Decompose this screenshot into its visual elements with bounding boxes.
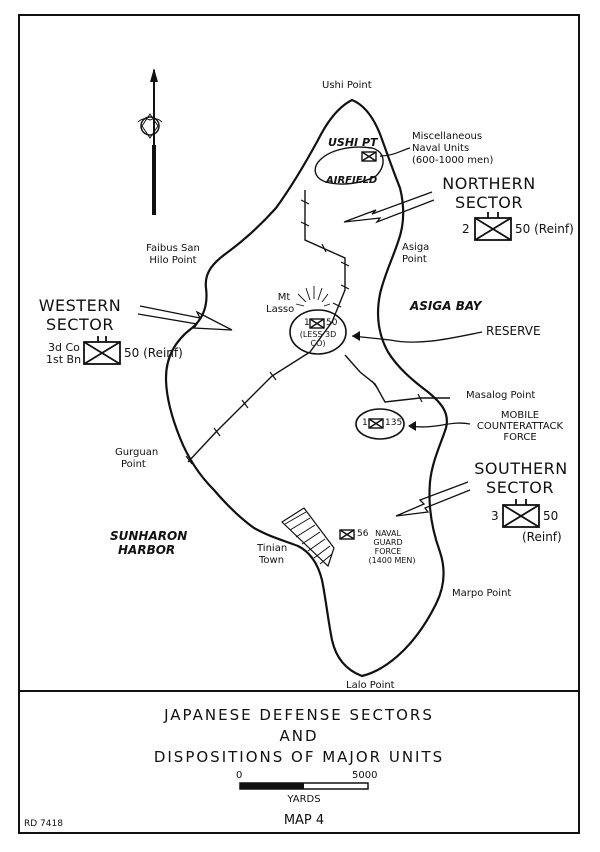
- western-unit-right: 50 (Reinf): [124, 346, 183, 360]
- label-marpo-point: Marpo Point: [452, 588, 512, 599]
- western-unit-left-2: 1st Bn: [46, 353, 82, 366]
- scale-max: 5000: [352, 770, 378, 781]
- legend-divider: [18, 690, 580, 692]
- pointer-naval-units: [379, 147, 411, 157]
- label-mobile-3: FORCE: [503, 432, 537, 443]
- label-sunharon-1: SUNHARON: [110, 529, 188, 543]
- northern-sector-line1: NORTHERN: [442, 174, 536, 193]
- label-ushi-point: Ushi Point: [322, 80, 372, 91]
- unit-symbol-mobile: [368, 418, 384, 429]
- scale-bar: [239, 782, 369, 790]
- label-naval-guard-2: GUARD: [373, 538, 403, 547]
- pointer-reserve-head: [352, 331, 360, 341]
- map-title-line1: JAPANESE DEFENSE SECTORS: [164, 706, 434, 724]
- label-ushi-pt: USHI PT: [328, 136, 378, 149]
- tinian-town-area: [281, 507, 335, 568]
- mobile-unit-right: 135: [385, 418, 403, 428]
- label-naval-guard-3: FORCE: [374, 547, 402, 556]
- label-masalog-point: Masalog Point: [466, 390, 536, 401]
- label-tinian-town-2: Town: [259, 555, 285, 566]
- label-mobile-2: COUNTERATTACK: [476, 421, 564, 432]
- label-mobile-1: MOBILE: [500, 410, 540, 421]
- defense-line-southwest: [187, 351, 311, 463]
- label-asiga-bay: ASIGA BAY: [410, 299, 482, 313]
- southern-unit-right: 50: [543, 509, 559, 523]
- label-asiga-point-1: Asiga: [402, 242, 430, 253]
- mt-lasso-relief: [295, 286, 331, 307]
- map-frame: [18, 14, 580, 834]
- label-naval-guard-4: (1400 MEN): [368, 556, 416, 565]
- defense-line-north: [304, 190, 346, 353]
- reserve-unit-right: 50: [326, 318, 338, 328]
- label-gurguan-2: Point: [121, 459, 146, 470]
- label-faibus-2: Hilo Point: [149, 255, 197, 266]
- label-misc-naval-1: Miscellaneous: [412, 131, 483, 142]
- unit-symbol-naval-units: [361, 151, 377, 162]
- reserve-note-2: CO): [310, 339, 326, 348]
- label-misc-naval-2: Naval Units: [412, 143, 470, 154]
- wire-marks: [185, 199, 423, 465]
- footer-code: RD 7418: [24, 819, 63, 829]
- ushi-airfield-outline: [314, 146, 384, 185]
- map-title-line3: DISPOSITIONS OF MAJOR UNITS: [153, 748, 445, 766]
- tinian-town-hatching: [284, 511, 333, 565]
- label-gurguan-1: Gurguan: [115, 447, 159, 458]
- unit-symbol-northern: [474, 212, 512, 241]
- tinian-island-outline: [164, 98, 448, 678]
- label-faibus-1: Faibus San: [146, 243, 200, 254]
- north-arrow-icon: [137, 68, 163, 215]
- western-sector-line1: WESTERN: [38, 296, 122, 315]
- western-unit-left-1: 3d Co: [48, 341, 80, 354]
- arrow-southern-sector: [395, 481, 471, 517]
- label-lalo-point: Lalo Point: [346, 680, 395, 691]
- reserve-position: [289, 309, 347, 355]
- naval-guard-unit-right: 56: [357, 529, 369, 539]
- pointer-reserve: [351, 331, 483, 343]
- northern-unit-left: 2: [462, 222, 470, 236]
- label-sunharon-2: HARBOR: [118, 543, 176, 557]
- mobile-unit-left: 1: [362, 418, 368, 428]
- label-airfield: AIRFIELD: [326, 175, 378, 186]
- map-title-line2: AND: [279, 727, 319, 745]
- defense-line-east: [344, 354, 450, 403]
- northern-unit-right: 50 (Reinf): [515, 222, 574, 236]
- pointer-mobile: [409, 422, 471, 428]
- label-asiga-point-2: Point: [402, 254, 427, 265]
- southern-sector-line2: SECTOR: [486, 478, 554, 497]
- label-misc-naval-3: (600-1000 men): [412, 155, 494, 166]
- arrow-western-sector: [137, 305, 233, 331]
- southern-sector-line1: SOUTHERN: [474, 459, 568, 478]
- northern-sector-line2: SECTOR: [455, 193, 523, 212]
- mobile-force-position: [355, 408, 405, 440]
- label-reserve: RESERVE: [486, 324, 541, 338]
- unit-symbol-reserve: [309, 318, 325, 329]
- western-sector-line2: SECTOR: [46, 315, 114, 334]
- pointer-mobile-head: [408, 421, 416, 431]
- label-mt-lasso-2: Lasso: [266, 304, 295, 315]
- reserve-unit-left: 1: [304, 318, 310, 328]
- arrow-northern-sector: [343, 191, 435, 224]
- reserve-note-1: (LESS 3D: [299, 330, 337, 339]
- unit-symbol-western: [83, 336, 121, 365]
- southern-unit-left: 3: [491, 509, 499, 523]
- scale-unit: YARDS: [287, 794, 321, 805]
- label-naval-guard-1: NAVAL: [375, 529, 401, 538]
- unit-symbol-southern: [502, 499, 540, 528]
- label-mt-lasso-1: Mt: [277, 292, 291, 303]
- label-tinian-town-1: Tinian: [257, 543, 288, 554]
- unit-symbol-naval-guard: [339, 529, 355, 540]
- footer-map-number: MAP 4: [283, 813, 325, 828]
- scale-min: 0: [236, 770, 243, 781]
- southern-unit-reinf: (Reinf): [522, 530, 562, 544]
